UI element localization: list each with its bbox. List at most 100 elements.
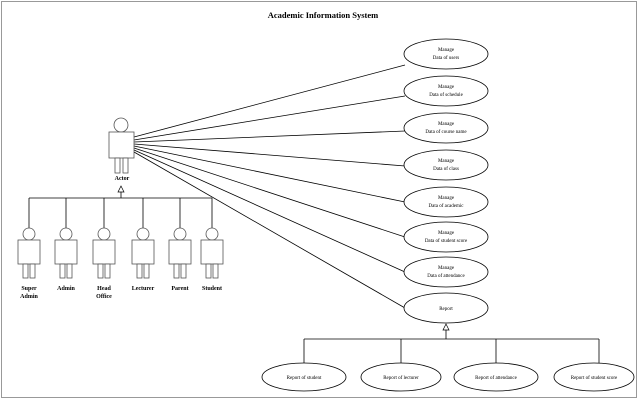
- use-case-report-of-lecturer: Report of lecturer: [360, 362, 442, 392]
- sub-actor-label: Student: [202, 286, 222, 292]
- sub-actor-label-line2: Office: [96, 294, 112, 300]
- use-case-label: Manage: [438, 266, 455, 271]
- actor-left-leg: [136, 263, 143, 279]
- use-case-ellipse: [261, 362, 347, 392]
- generalization-arrow: [442, 323, 450, 331]
- use-case-ellipse: [403, 256, 489, 288]
- use-case-manage-class: Manage Data of class: [403, 149, 489, 181]
- use-case-label: Manage: [438, 159, 455, 164]
- actor-right-leg: [212, 263, 219, 279]
- actor-body: [131, 239, 155, 265]
- actor-body: [200, 239, 224, 265]
- association-line: [133, 130, 406, 143]
- use-case-label-line2: Data of attendance: [427, 274, 465, 279]
- use-case-manage-users: Manage Data of users: [403, 38, 489, 70]
- use-case-label: Manage: [438, 196, 455, 201]
- main-actor-label: Actor: [115, 176, 130, 182]
- actor-body: [108, 131, 135, 159]
- sub-actor-label: Super: [21, 286, 37, 292]
- use-case-label: Report: [439, 307, 453, 312]
- sub-actor-admin: Admin: [54, 227, 78, 292]
- actor-body: [168, 239, 192, 265]
- actor-left-leg: [114, 157, 121, 174]
- use-case-ellipse: [360, 362, 442, 392]
- use-case-manage-course-name: Manage Data of course name: [403, 112, 489, 144]
- actor-left-leg: [97, 263, 104, 279]
- association-line: [133, 151, 406, 309]
- generalization-arrow: [117, 185, 125, 193]
- use-case-ellipse: [453, 362, 539, 392]
- use-case-label-line2: Data of academic: [429, 204, 465, 209]
- sub-actor-student: Student: [200, 227, 224, 292]
- actor-left-leg: [59, 263, 66, 279]
- sub-actor-label-line2: Admin: [20, 294, 38, 300]
- use-case-label: Report of student: [287, 376, 322, 381]
- use-case-manage-schedule: Manage Data of schedule: [403, 75, 489, 107]
- use-case-ellipse: [403, 292, 489, 324]
- actor-head: [205, 227, 219, 241]
- actor-right-leg: [143, 263, 150, 279]
- association-line: [133, 64, 406, 138]
- use-case-label: Manage: [438, 231, 455, 236]
- use-case-report-of-student: Report of student: [261, 362, 347, 392]
- use-case-ellipse: [553, 362, 635, 392]
- actor-right-leg: [180, 263, 187, 279]
- actor-left-leg: [22, 263, 29, 279]
- actor-head: [173, 227, 187, 241]
- sub-actor-label: Admin: [57, 286, 75, 292]
- actor-head: [22, 227, 36, 241]
- association-line: [133, 147, 406, 238]
- use-case-ellipse: [403, 38, 489, 70]
- use-case-label-line2: Data of course name: [425, 130, 467, 135]
- use-case-manage-student-score: Manage Data of student score: [403, 221, 489, 253]
- sub-actor-label: Parent: [171, 286, 188, 292]
- sub-actor-super-admin: Super Admin: [17, 227, 41, 300]
- sub-actor-label: Lecturer: [132, 286, 155, 292]
- use-case-label: Report of student score: [571, 376, 618, 381]
- use-case-label-line2: Data of schedule: [429, 93, 463, 98]
- main-actor: [108, 117, 135, 174]
- use-case-label: Report of lecturer: [383, 376, 419, 381]
- actor-head: [113, 117, 129, 133]
- sub-actor-head-office: Head Office: [92, 227, 116, 300]
- sub-actor-label: Head: [97, 286, 111, 292]
- actor-head: [59, 227, 73, 241]
- association-line: [133, 149, 406, 273]
- use-case-report-of-attendance: Report of attendance: [453, 362, 539, 392]
- actor-head: [97, 227, 111, 241]
- generalization-lines: [28, 185, 213, 228]
- actor-left-leg: [173, 263, 180, 279]
- association-line: [133, 95, 406, 141]
- actor-body: [17, 239, 41, 265]
- use-case-ellipse: [403, 112, 489, 144]
- use-case-report: Report: [403, 292, 489, 324]
- use-case-label: Manage: [438, 122, 455, 127]
- sub-actor-lecturer: Lecturer: [131, 227, 155, 292]
- use-case-report-of-student-score: Report of student score: [553, 362, 635, 392]
- use-case-label: Manage: [438, 48, 455, 53]
- association-line: [133, 145, 406, 203]
- report-generalization-lines: [303, 323, 600, 363]
- use-case-label-line2: Data of student score: [425, 239, 468, 244]
- actor-right-leg: [122, 157, 129, 174]
- actor-body: [54, 239, 78, 265]
- use-case-ellipse: [403, 75, 489, 107]
- actor-left-leg: [205, 263, 212, 279]
- use-case-manage-attendance: Manage Data of attendance: [403, 256, 489, 288]
- sub-actor-parent: Parent: [168, 227, 192, 292]
- use-case-label: Report of attendance: [475, 376, 517, 381]
- association-lines: [133, 64, 406, 309]
- use-case-ellipse: [403, 221, 489, 253]
- use-case-label-line2: Data of users: [433, 56, 459, 61]
- use-case-ellipse: [403, 149, 489, 181]
- diagram-title: Academic Information System: [268, 10, 378, 20]
- use-case-label: Manage: [438, 85, 455, 90]
- actor-body: [92, 239, 116, 265]
- use-case-ellipse: [403, 186, 489, 218]
- use-case-label-line2: Data of class: [433, 167, 459, 172]
- actor-right-leg: [104, 263, 111, 279]
- actor-right-leg: [66, 263, 73, 279]
- actor-right-leg: [29, 263, 36, 279]
